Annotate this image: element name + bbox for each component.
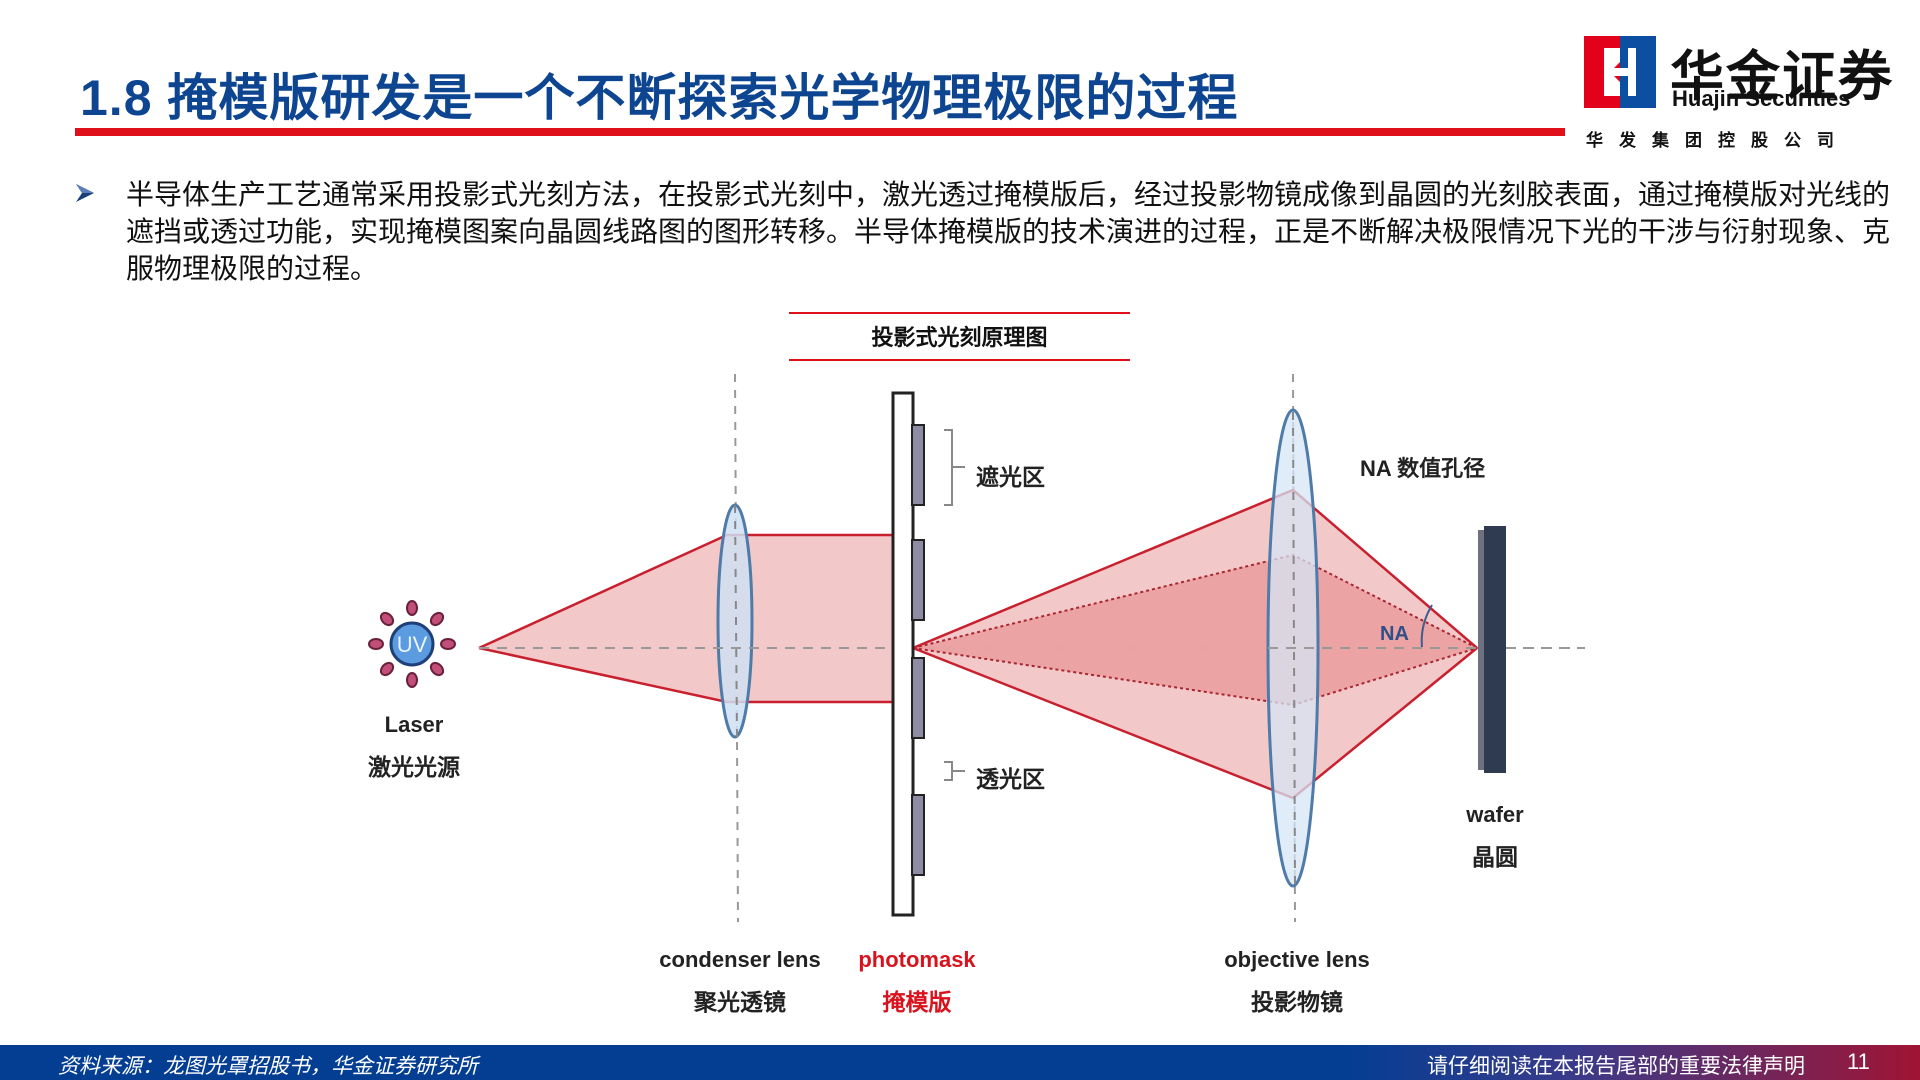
arrow-bullet-icon <box>76 184 94 202</box>
condenser-label-cn: 聚光透镜 <box>694 989 786 1015</box>
wafer-label-en: wafer <box>1466 802 1524 827</box>
svg-text:UV: UV <box>397 632 428 657</box>
footer-bar: 资料来源：龙图光罩招股书，华金证券研究所 请仔细阅读在本报告尾部的重要法律声明 … <box>0 1045 1920 1080</box>
photomask-label-en: photomask <box>858 947 976 972</box>
wafer-label-cn: 晶圆 <box>1472 844 1518 870</box>
uv-source-icon: UV <box>368 600 456 688</box>
objective-label-cn: 投影物镜 <box>1251 989 1343 1015</box>
chrome-block <box>911 539 925 621</box>
na-angle-label: NA <box>1380 623 1409 645</box>
figure-title-rule-top <box>789 312 1130 314</box>
laser-label-en: Laser <box>384 712 444 737</box>
bullet-text: 半导体生产工艺通常采用投影式光刻方法，在投影式光刻中，激光透过掩模版后，经过投影… <box>126 179 1891 284</box>
chrome-block <box>911 794 925 876</box>
logo-subtitle: 华发集团控股公司 <box>1586 131 1850 150</box>
logo-name-cn: 华金证券 <box>1670 47 1894 107</box>
source-note: 资料来源：龙图光罩招股书，华金证券研究所 <box>58 1055 478 1078</box>
photomask-label-cn: 掩模版 <box>882 989 952 1015</box>
page-number: 11 <box>1847 1049 1870 1074</box>
condenser-label-en: condenser lens <box>659 947 821 972</box>
photomask-plate <box>891 391 915 917</box>
objective-label-en: objective lens <box>1224 947 1370 972</box>
wafer-shape <box>1484 526 1506 773</box>
transparent-zone-label: 透光区 <box>976 766 1045 792</box>
company-logo: 华金证券 Huajin Securities 华发集团控股公司 <box>1584 36 1904 156</box>
huajin-logo-icon <box>1584 36 1656 108</box>
projection-cone-inner <box>913 555 1477 705</box>
opaque-zone-label: 遮光区 <box>976 464 1045 490</box>
title-underline <box>75 128 1565 136</box>
figure-title: 投影式光刻原理图 <box>871 325 1048 350</box>
chrome-block <box>911 424 925 506</box>
logo-name-en: Huajin Securities <box>1672 86 1851 111</box>
laser-label-cn: 激光光源 <box>368 754 460 780</box>
illumination-cone <box>479 535 893 702</box>
na-label: NA 数值孔径 <box>1360 456 1486 481</box>
page-title: 1.8 掩模版研发是一个不断探索光学物理极限的过程 <box>80 70 1239 126</box>
na-angle-arc <box>1420 604 1433 648</box>
chrome-block <box>911 657 925 739</box>
figure-title-rule-bottom <box>789 359 1130 361</box>
legal-disclaimer: 请仔细阅读在本报告尾部的重要法律声明 <box>1427 1055 1805 1078</box>
opaque-zone-bracket <box>944 429 965 506</box>
transparent-zone-bracket <box>944 761 965 781</box>
wafer-shadow <box>1478 530 1486 770</box>
